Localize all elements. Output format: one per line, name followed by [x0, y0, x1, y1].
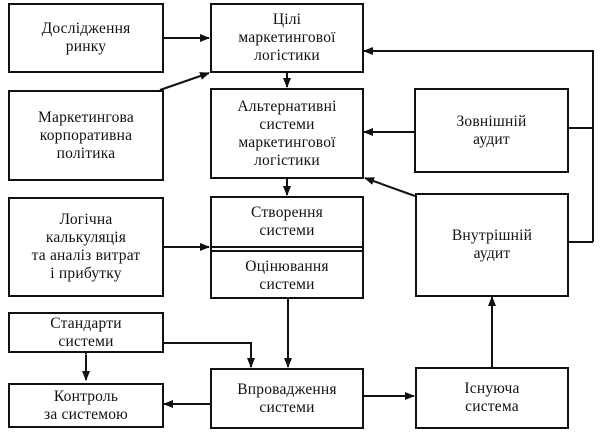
arrow-internal-to-alternatives: [364, 177, 416, 197]
block-text: і прибутку: [50, 265, 122, 282]
block-text: системи: [259, 275, 315, 293]
block-corporate-policy: Маркетингова корпоративна політика: [8, 90, 164, 181]
block-internal-audit: Внутрішній аудит: [415, 193, 569, 297]
block-external-audit: Зовнішній аудит: [414, 88, 569, 173]
arrow-standards-to-implementation: [163, 342, 255, 368]
block-text: та аналіз витрат: [31, 247, 141, 264]
arrow-policy-to-goals: [159, 72, 210, 91]
block-text: логістики: [254, 47, 320, 64]
block-text: ринку: [65, 38, 107, 55]
block-text: Існуюча: [464, 380, 520, 397]
block-text: Альтернативні: [237, 97, 337, 115]
block-text: системи: [259, 222, 315, 239]
block-market-research: Дослідження ринку: [8, 3, 164, 73]
block-logical-costing: Логічна калькуляція та аналіз витрат і п…: [8, 197, 164, 297]
arrow-audits-to-goals: [363, 47, 594, 242]
block-text: логістики: [254, 151, 320, 169]
block-system-evaluation: Оцінювання системи: [212, 250, 362, 299]
block-text: Дослідження: [41, 20, 131, 37]
block-text: Оцінювання: [245, 257, 329, 275]
block-text: Маркетингова: [38, 108, 134, 126]
block-system-standards: Стандарти системи: [8, 312, 164, 353]
block-text: політика: [56, 144, 116, 162]
block-text: аудит: [473, 130, 510, 148]
block-text: Внутрішній: [451, 227, 533, 244]
block-text: системи: [58, 332, 114, 350]
block-text: Логічна: [59, 211, 113, 228]
block-text: Цілі: [272, 11, 302, 28]
block-system-creation: Створення системи: [212, 198, 362, 248]
block-implementation: Впровадження системи: [210, 368, 364, 429]
block-text: маркетингової: [238, 29, 336, 46]
block-text: аудит: [473, 245, 511, 262]
block-text: калькуляція: [45, 229, 127, 246]
block-text: системи: [259, 398, 315, 416]
block-system-control: Контроль за системою: [8, 383, 164, 428]
block-goals: Цілі маркетингової логістики: [210, 3, 364, 73]
block-text: Впровадження: [237, 380, 337, 398]
block-text: корпоративна: [39, 126, 133, 144]
block-text: за системою: [44, 405, 128, 423]
block-text: система: [465, 398, 519, 415]
block-alternatives: Альтернативні системи маркетингової логі…: [210, 88, 364, 179]
block-text: Стандарти: [50, 314, 122, 332]
block-text: Контроль: [53, 387, 119, 405]
block-creation-evaluation: Створення системи Оцінювання системи: [210, 196, 364, 299]
block-text: маркетингової: [238, 133, 336, 151]
block-text: системи: [259, 115, 315, 133]
block-existing-system: Існуюча система: [415, 367, 569, 429]
block-text: Створення: [250, 204, 324, 221]
block-text: Зовнішній: [456, 112, 527, 130]
